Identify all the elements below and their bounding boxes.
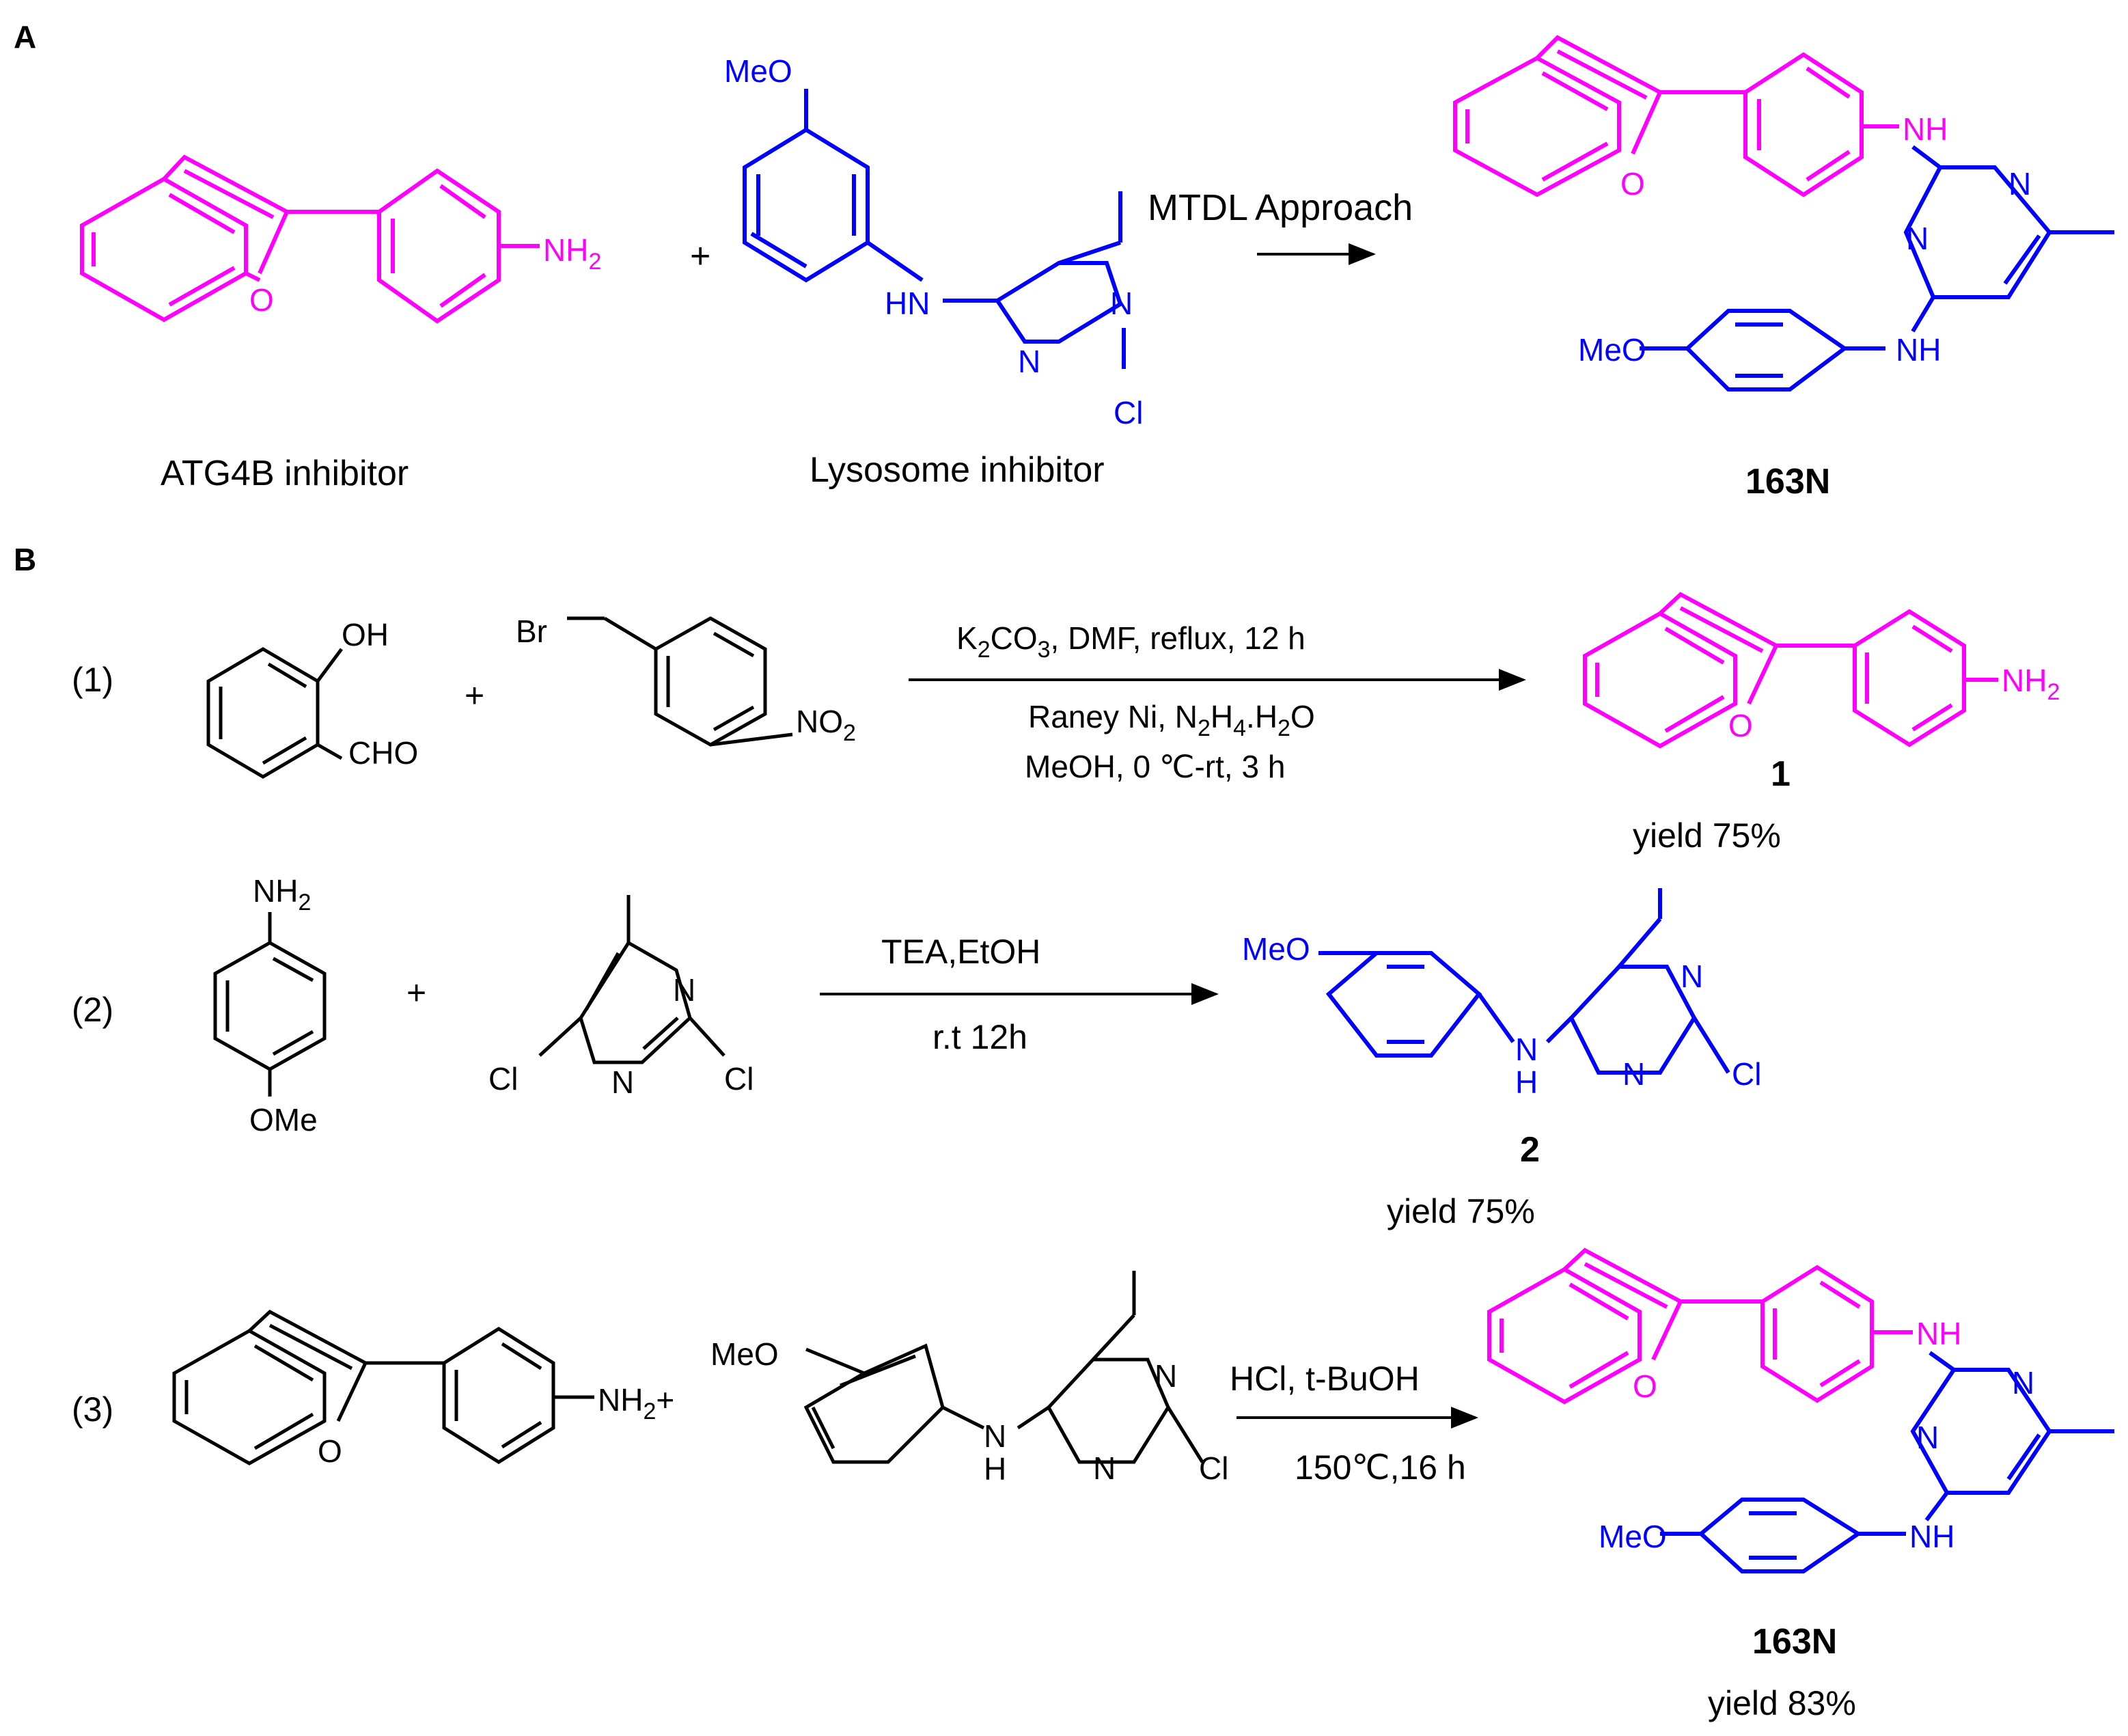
product-2-n-top: N <box>1681 959 1703 994</box>
step3-amine-oxygen: O <box>318 1433 342 1469</box>
step2-cond-top: TEA,EtOH <box>881 933 1040 971</box>
product-2-meo: MeO <box>1242 931 1310 967</box>
product-a-n-right: N <box>2008 166 2031 202</box>
product-2-cl: Cl <box>1732 1056 1761 1092</box>
step1-cond-bottom-2: MeOH, 0 ℃-rt, 3 h <box>1025 749 1285 784</box>
product-163n-label-b: 163N <box>1752 1622 1837 1662</box>
product-163n-yield: yield 83% <box>1708 1684 1856 1722</box>
product-b-n-left: N <box>1916 1420 1939 1455</box>
product-b-oxygen: O <box>1633 1368 1657 1404</box>
step3-n-bottom: N <box>1093 1450 1116 1486</box>
pyrimidine-cl-left: Cl <box>488 1061 518 1097</box>
product-2-structure <box>1318 888 1730 1075</box>
product-1-amine: NH2 <box>2002 663 2060 705</box>
product-a-nh-top: NH <box>1903 111 1948 147</box>
product-2-yield: yield 75% <box>1387 1192 1535 1230</box>
step2-cond-bottom: r.t 12h <box>932 1018 1027 1056</box>
product-2-n-bottom: N <box>1622 1056 1645 1092</box>
step3-number: (3) <box>72 1390 113 1429</box>
step1-number: (1) <box>72 661 113 699</box>
anisidine-nh2: NH2 <box>253 873 311 915</box>
step1-cond-top: K2CO3, DMF, reflux, 12 h <box>956 620 1305 663</box>
anisidine-ome: OMe <box>249 1102 318 1138</box>
product-1-structure <box>1583 592 1998 749</box>
step3-cl: Cl <box>1199 1450 1228 1486</box>
lyso-n-lower: N <box>1018 344 1040 379</box>
step3-cond-bottom: 150℃,16 h <box>1295 1448 1466 1487</box>
step2-plus: + <box>406 974 426 1012</box>
product-163n-b-magenta-part <box>1487 1248 1913 1405</box>
product-a-nh-bottom: NH <box>1896 332 1941 368</box>
panel-b-label: B <box>14 542 36 577</box>
step3-n-top: N <box>1155 1358 1177 1394</box>
panel-a-label: A <box>14 19 36 55</box>
product-a-oxygen: O <box>1620 166 1645 202</box>
bromo-atom: Br <box>516 614 547 649</box>
pyrimidine-n-bottom: N <box>611 1064 634 1100</box>
product-b-n-right: N <box>2012 1365 2034 1401</box>
trichloropyrimidine-structure <box>538 895 726 1064</box>
step3-amine-structure <box>172 1309 594 1465</box>
atg4b-oxygen: O <box>249 282 274 318</box>
product-1-oxygen: O <box>1728 708 1753 743</box>
lyso-cl: Cl <box>1114 395 1143 430</box>
atg4b-inhibitor-structure <box>80 154 540 324</box>
panel-a-plus: + <box>690 236 710 276</box>
lysosome-inhibitor-structure <box>743 89 1126 369</box>
lyso-hn: HN <box>885 286 930 321</box>
product-b-nh-top: NH <box>1916 1316 1961 1351</box>
product-163n-b-blue-part <box>1660 1351 2114 1573</box>
step3-meo: MeO <box>710 1336 779 1372</box>
step3-cond-top: HCl, t-BuOH <box>1230 1360 1420 1398</box>
product-1-yield: yield 75% <box>1633 816 1781 855</box>
mtdl-arrow-label: MTDL Approach <box>1148 187 1413 228</box>
step3-chloropyrimidine-structure <box>803 1271 1204 1464</box>
nitro-group: NO2 <box>796 704 856 746</box>
salicylaldehyde-structure <box>206 647 344 779</box>
product-163n-blue-part <box>1640 145 2114 391</box>
pyrimidine-cl-right: Cl <box>724 1061 754 1097</box>
product-a-meo: MeO <box>1578 332 1646 368</box>
step2-number: (2) <box>72 991 113 1029</box>
salicyl-oh: OH <box>342 617 389 652</box>
step1-cond-bottom-1: Raney Ni, N2H4.H2O <box>1028 699 1315 741</box>
product-163n-magenta-part <box>1453 35 1899 197</box>
product-2-label: 2 <box>1520 1130 1540 1170</box>
product-163n-label-a: 163N <box>1745 462 1830 501</box>
lyso-n-upper: N <box>1110 286 1133 321</box>
atg4b-caption: ATG4B inhibitor <box>161 454 409 493</box>
p-anisidine-structure <box>213 912 327 1097</box>
pyrimidine-n-top: N <box>673 972 695 1008</box>
atg4b-amine: NH2 <box>543 232 601 275</box>
lysosome-caption: Lysosome inhibitor <box>810 450 1105 490</box>
salicyl-cho: CHO <box>348 735 418 771</box>
product-b-nh-bottom: NH <box>1909 1519 1954 1554</box>
product-a-n-left: N <box>1906 221 1929 256</box>
product-b-meo: MeO <box>1599 1519 1667 1554</box>
product-1-label: 1 <box>1771 754 1791 794</box>
lyso-meo: MeO <box>724 53 792 89</box>
step1-plus: + <box>465 676 484 715</box>
step3-amine-nh2-plus: NH2+ <box>598 1382 674 1424</box>
nitrobenzyl-bromide-structure <box>567 616 793 747</box>
